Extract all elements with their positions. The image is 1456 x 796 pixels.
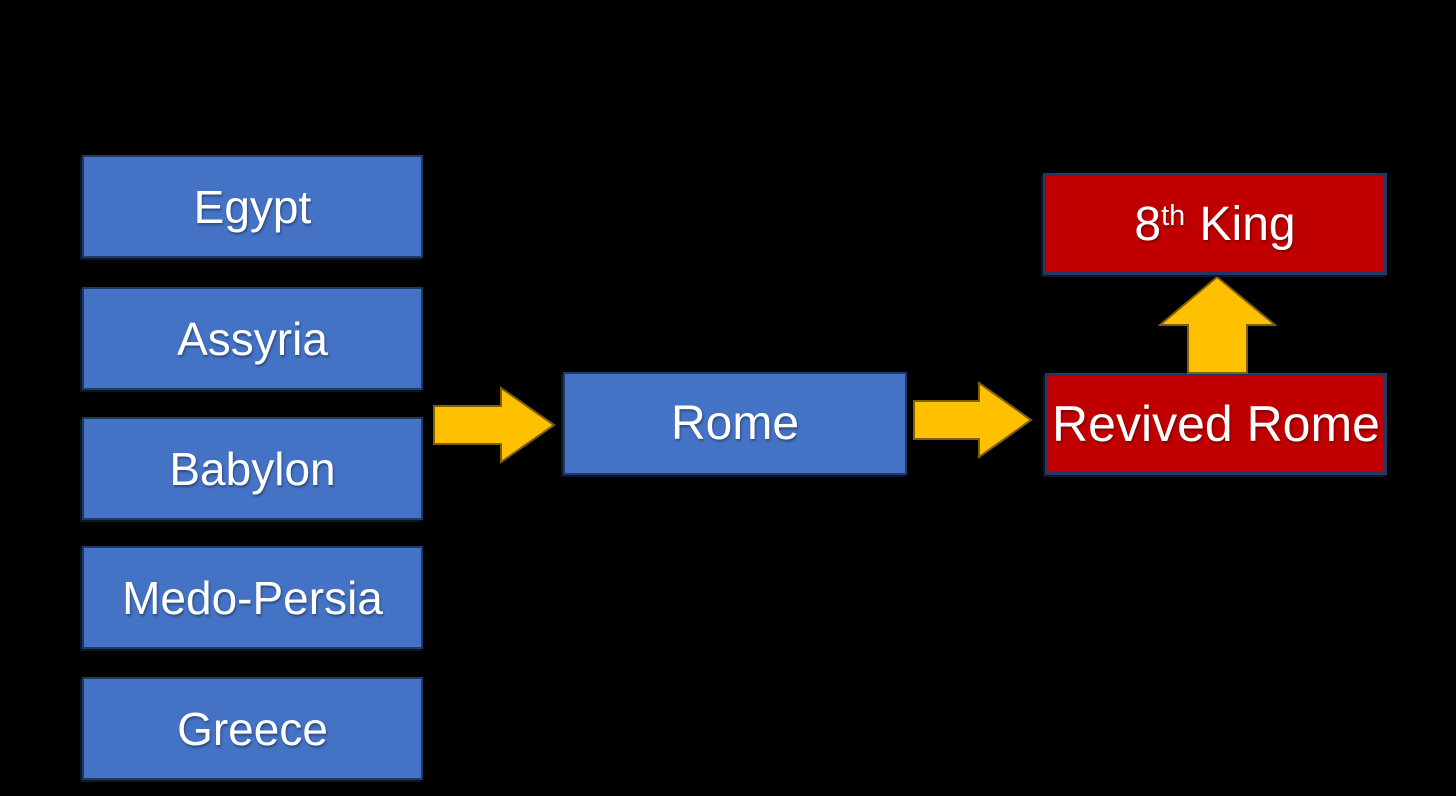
box-8th-king: 8th King [1043, 173, 1387, 275]
box-egypt: Egypt [82, 155, 423, 258]
8th-king-ordinal: th [1161, 199, 1186, 232]
box-medo-persia-label: Medo-Persia [122, 571, 383, 624]
box-assyria-label: Assyria [177, 312, 328, 365]
arrow-up-icon [1158, 275, 1277, 374]
box-greece: Greece [82, 677, 423, 780]
box-babylon-label: Babylon [169, 442, 336, 495]
arrow-right-icon [913, 381, 1033, 459]
box-babylon: Babylon [82, 417, 423, 520]
box-revived-rome: Revived Rome [1045, 373, 1387, 475]
8th-king-title: King [1199, 197, 1296, 251]
box-revived-rome-label: Revived Rome [1052, 396, 1380, 452]
8th-king-number: 8 [1134, 197, 1162, 251]
box-greece-label: Greece [177, 702, 328, 755]
box-medo-persia: Medo-Persia [82, 546, 423, 649]
box-rome-label: Rome [670, 397, 800, 450]
box-assyria: Assyria [82, 287, 423, 390]
box-egypt-label: Egypt [193, 180, 312, 233]
box-rome: Rome [563, 372, 907, 475]
box-8th-king-label: 8th King [1134, 197, 1295, 252]
arrow-right-icon [433, 386, 556, 464]
